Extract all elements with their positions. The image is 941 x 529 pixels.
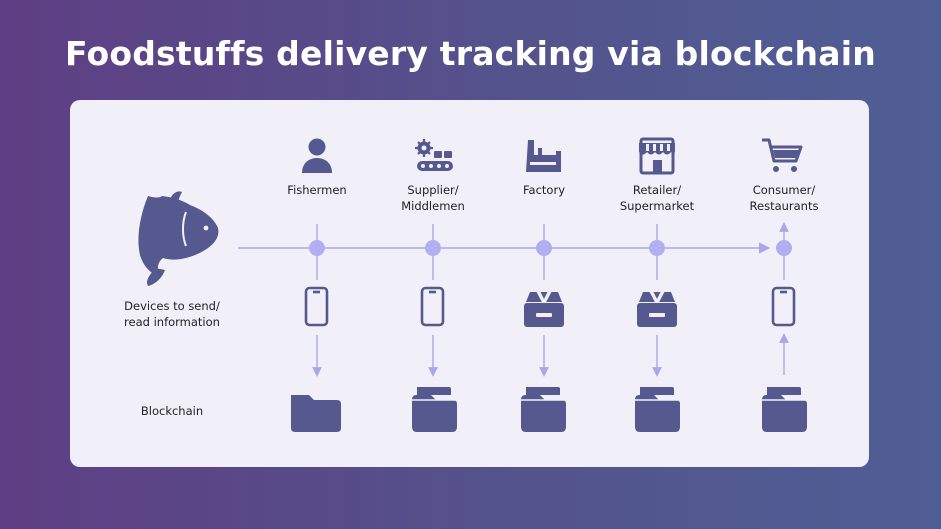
row-label-blockchain: Blockchain: [140, 404, 204, 418]
folder-icon: [521, 387, 566, 432]
stage-label-fishermen: Fishermen: [287, 183, 347, 197]
factory-icon: [526, 140, 561, 172]
smartphone-icon: [420, 286, 445, 327]
person-icon: [302, 138, 332, 173]
scanner-icon: [524, 291, 564, 327]
fish-icon: [138, 191, 219, 286]
node: [536, 240, 552, 256]
shopping-cart-icon: [762, 138, 803, 172]
node: [649, 240, 665, 256]
stage-label-retailer: Retailer/Supermarket: [619, 183, 695, 213]
folder-icon: [412, 387, 457, 432]
scanner-icon: [637, 291, 677, 327]
smartphone-icon: [771, 286, 796, 327]
node: [776, 240, 792, 256]
conveyor-icon: [415, 139, 453, 171]
node: [425, 240, 441, 256]
stage-label-consumer: Consumer/Restaurants: [749, 183, 819, 213]
node: [309, 240, 325, 256]
row-label-devices: Devices to send/ read information: [124, 299, 220, 329]
stage-label-factory: Factory: [522, 183, 566, 197]
store-icon: [639, 137, 675, 175]
diagram-panel: [70, 100, 869, 467]
smartphone-icon: [304, 286, 329, 327]
page-title: Foodstuffs delivery tracking via blockch…: [65, 34, 876, 73]
folder-icon: [635, 387, 680, 432]
stage-label-supplier: Supplier/Middlemen: [401, 183, 465, 213]
folder-icon: [291, 395, 341, 432]
folder-icon: [762, 387, 807, 432]
